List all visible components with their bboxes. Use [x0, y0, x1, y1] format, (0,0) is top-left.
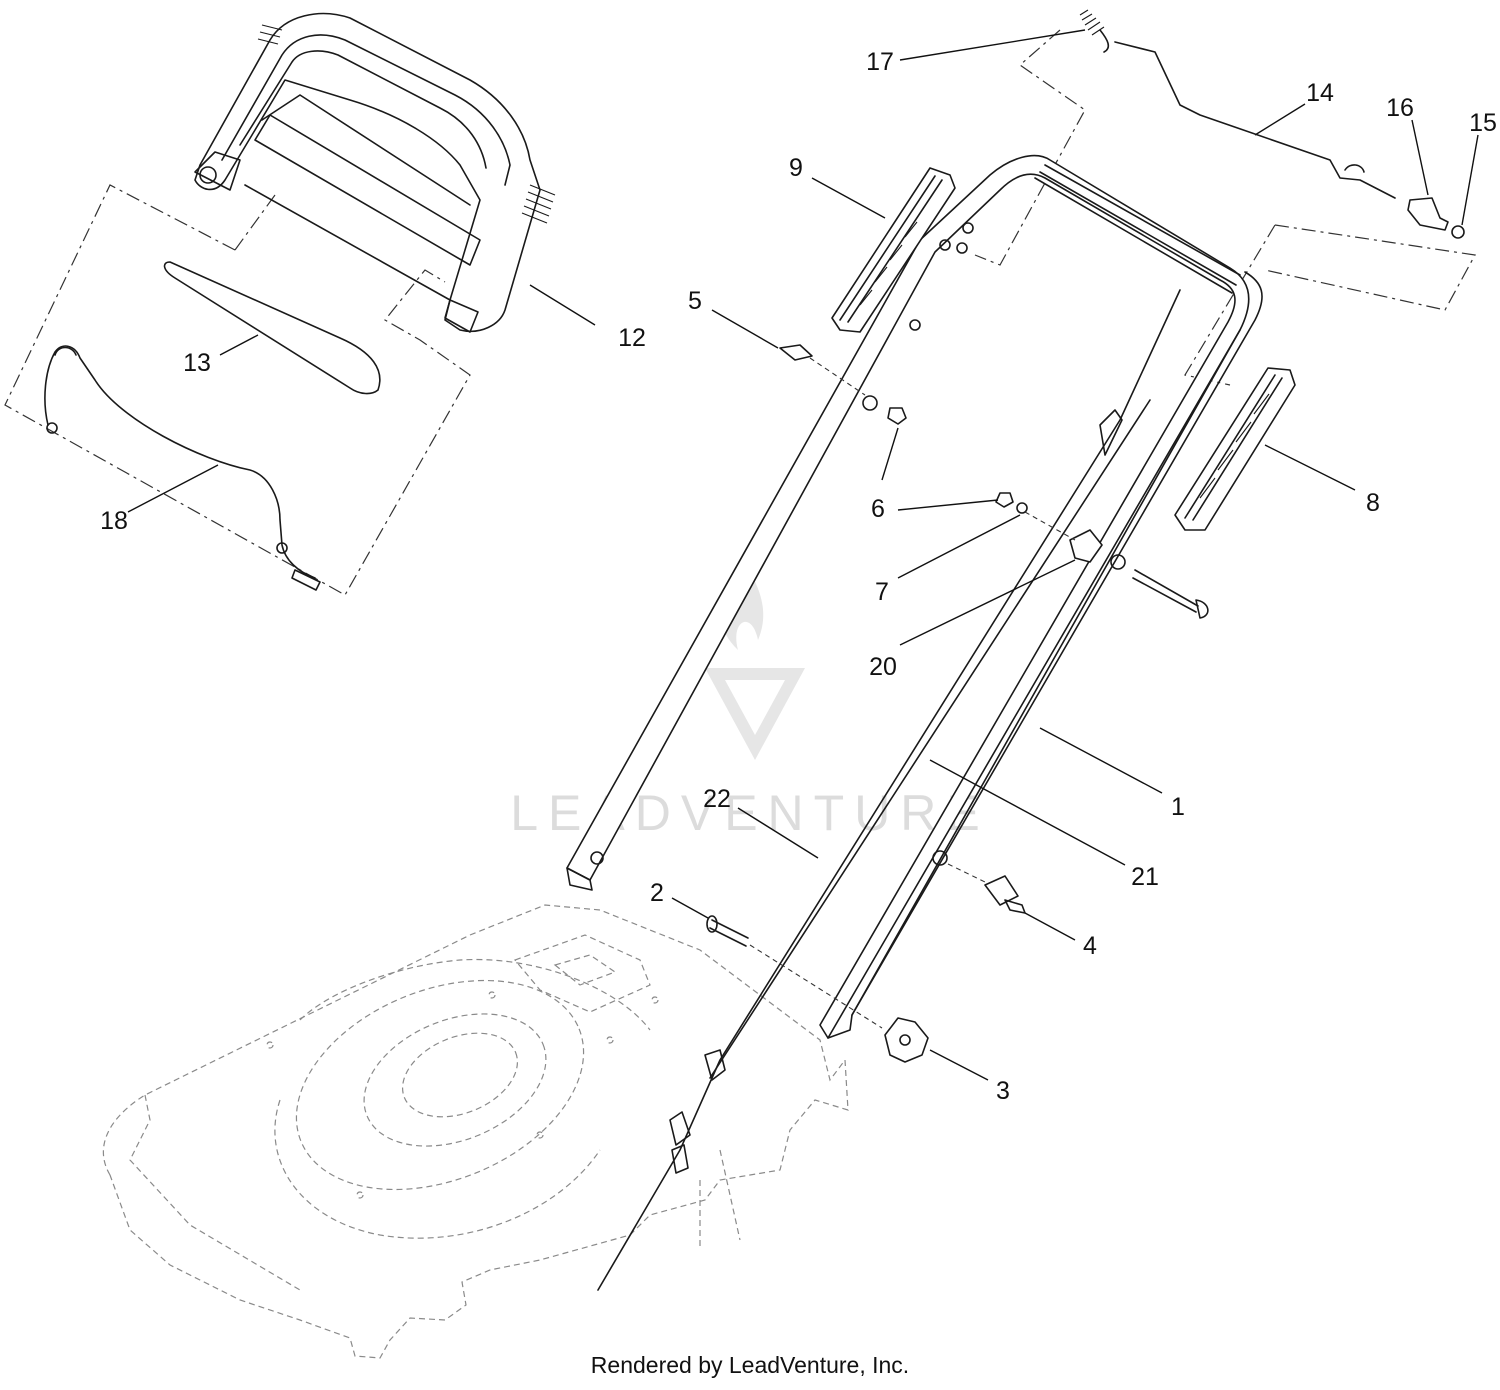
- part-16-pin: [1407, 197, 1449, 231]
- callout-20: 20: [869, 653, 897, 681]
- leaders: [127, 29, 1479, 1081]
- part-15-washer: [1451, 225, 1465, 239]
- group-box-cable-right: [1184, 224, 1476, 386]
- part-5-clip: [779, 344, 813, 361]
- group-boxes: [4, 29, 1476, 596]
- watermark: LEADVENTURE: [510, 560, 990, 841]
- callout-21: 21: [1131, 863, 1159, 891]
- part-2-bolt: [706, 915, 749, 947]
- callout-17: 17: [866, 48, 894, 76]
- callout-14: 14: [1306, 79, 1334, 107]
- watermark-v-icon: [705, 668, 805, 760]
- part-6-nut-lower: [995, 492, 1014, 508]
- part-9-left-guide: [831, 167, 956, 333]
- part-3-knob: [884, 1017, 929, 1063]
- callout-18: 18: [100, 507, 128, 535]
- part-20-cable-clamp: [1069, 529, 1103, 563]
- part-12-bail-handle: [194, 12, 556, 333]
- part-6-nut-upper: [887, 407, 907, 425]
- callout-2: 2: [650, 879, 664, 907]
- part-21-22-cables: [597, 289, 1181, 1291]
- callout-13: 13: [183, 349, 211, 377]
- bolt-upper: [1132, 569, 1209, 619]
- callout-5: 5: [688, 287, 702, 315]
- group-box-bail: [4, 184, 471, 596]
- callout-7: 7: [875, 578, 889, 606]
- part-7-washer: [1016, 502, 1028, 514]
- part-18-bail-wire: [44, 345, 321, 591]
- callout-4: 4: [1083, 932, 1097, 960]
- part-4-spacer: [984, 875, 1026, 914]
- callout-labels: 17 14 16 15 9 5 12 13 18 6 7 20 8 1 21 2…: [100, 48, 1497, 1105]
- watermark-text: LEADVENTURE: [510, 785, 990, 841]
- part-14-rod: [1114, 41, 1396, 199]
- group-box-cable-top: [974, 29, 1086, 266]
- callout-1: 1: [1171, 793, 1185, 821]
- footer-credit: Rendered by LeadVenture, Inc.: [590, 1352, 910, 1378]
- callout-16: 16: [1386, 94, 1414, 122]
- part-1-upper-handle: [566, 154, 1263, 1039]
- callout-22: 22: [703, 785, 731, 813]
- callout-3: 3: [996, 1077, 1010, 1105]
- part-13-grip: [163, 261, 381, 395]
- callout-8: 8: [1366, 489, 1380, 517]
- mower-deck: [102, 904, 849, 1359]
- callout-9: 9: [789, 154, 803, 182]
- part-17-spring: [1079, 9, 1110, 53]
- part-8-right-guide: [1174, 367, 1296, 531]
- callout-15: 15: [1469, 109, 1497, 137]
- callout-12: 12: [618, 324, 646, 352]
- callout-6: 6: [871, 495, 885, 523]
